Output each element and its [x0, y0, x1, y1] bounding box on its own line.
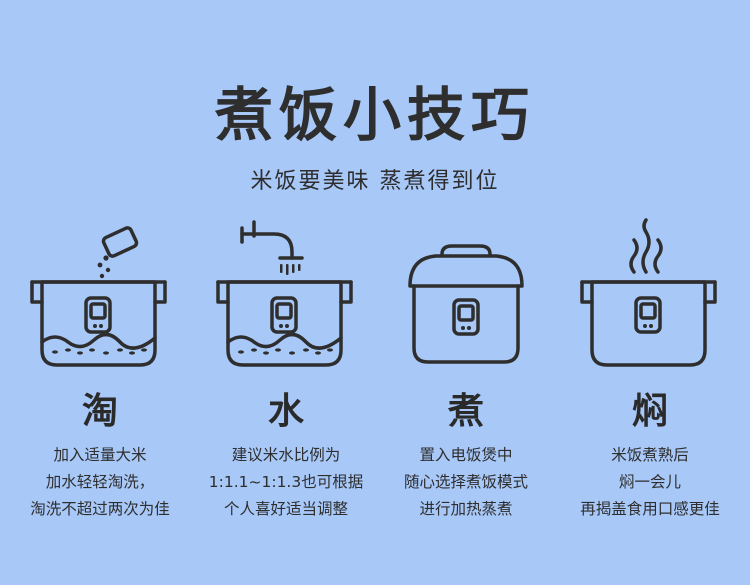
step-name: 煮: [447, 391, 484, 432]
faucet-water-pot-icon: [216, 220, 353, 367]
page-subtitle: 米饭要美味 蒸煮得到位: [250, 169, 500, 194]
step-water: 水 建议米水比例为 1:1.1~1:1.3也可根据 个人喜好适当调整: [196, 210, 376, 540]
rice-cooker-icon: [408, 244, 524, 364]
washing-rice-pot-icon: [30, 226, 167, 367]
page-title: 煮饭小技巧: [214, 81, 535, 149]
step-name: 淘: [81, 391, 118, 432]
step-name: 水: [267, 391, 304, 432]
step-description: 加入适量大米 加水轻轻淘洗， 淘洗不超过两次为佳: [30, 446, 170, 518]
step-description: 置入电饭煲中 随心选择煮饭模式 进行加热蒸煮: [403, 446, 528, 518]
step-wash: 淘 加入适量大米 加水轻轻淘洗， 淘洗不超过两次为佳: [10, 210, 190, 540]
step-description: 建议米水比例为 1:1.1~1:1.3也可根据 个人喜好适当调整: [208, 446, 364, 518]
steaming-pot-icon: [580, 218, 717, 367]
step-cook: 煮 置入电饭煲中 随心选择煮饭模式 进行加热蒸煮: [376, 210, 556, 540]
step-description: 米饭煮熟后 焖一会儿 再揭盖食用口感更佳: [580, 446, 720, 518]
step-simmer: 焖 米饭煮熟后 焖一会儿 再揭盖食用口感更佳: [560, 210, 740, 540]
step-name: 焖: [631, 391, 668, 432]
